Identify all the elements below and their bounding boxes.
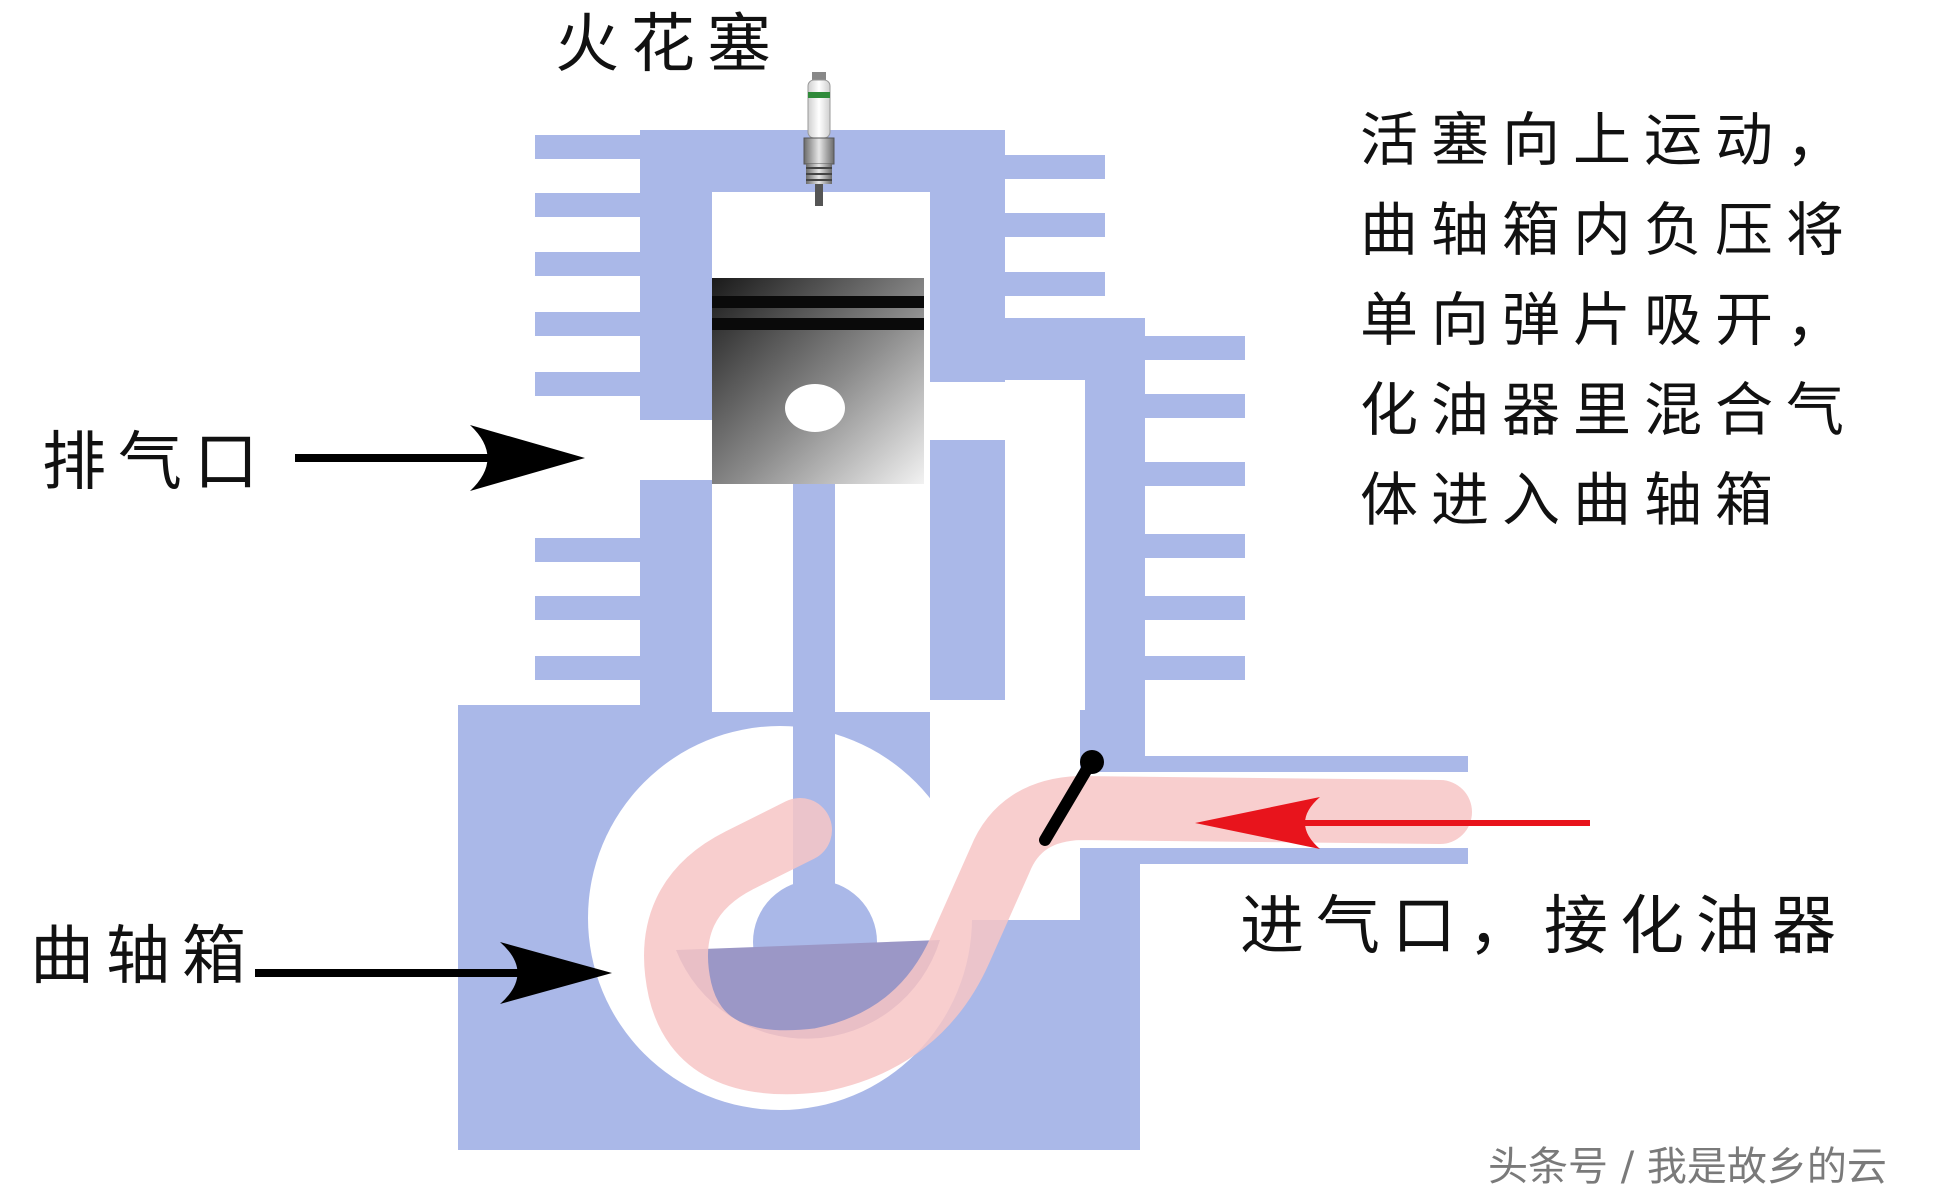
description-line: 活塞向上运动，	[1360, 106, 1857, 174]
spark-plug-icon	[803, 72, 835, 206]
description-text: 活塞向上运动， 曲轴箱内负压将 单向弹片吸开， 化油器里混合气 体进入曲轴箱	[1360, 106, 1857, 534]
description-line: 体进入曲轴箱	[1360, 466, 1786, 534]
crankcase-label: 曲轴箱	[30, 920, 258, 994]
intake-rail-top	[1138, 756, 1468, 772]
cylinder-left-wall-lower	[640, 480, 712, 710]
exhaust-port-opening	[560, 420, 720, 480]
fin-left	[535, 312, 645, 336]
description-line: 化油器里混合气	[1360, 376, 1857, 444]
crankcase-arrow	[255, 942, 612, 1004]
piston-ring	[712, 296, 924, 308]
fin-left	[535, 372, 645, 396]
fin-right	[1140, 534, 1245, 558]
fin-right	[1140, 336, 1245, 360]
intake-port-label: 进气口，接化油器	[1240, 890, 1848, 964]
fin-left	[535, 252, 645, 276]
spark-plug-label: 火花塞	[555, 8, 783, 82]
fin-left	[535, 193, 645, 217]
description-line: 单向弹片吸开，	[1360, 286, 1857, 354]
piston-body	[712, 278, 924, 484]
fin-right	[1000, 272, 1105, 296]
fin-left	[535, 135, 645, 159]
fin-left	[535, 656, 645, 680]
piston-pin-hole	[785, 384, 845, 432]
fin-left	[535, 596, 645, 620]
intake-rail-bottom	[1138, 848, 1468, 864]
cylinder-right-wall	[930, 130, 1005, 320]
transfer-passage-inner	[930, 440, 1005, 715]
fin-right	[1000, 155, 1105, 179]
piston-ring	[712, 318, 924, 330]
watermark: 头条号 / 我是故乡的云	[1488, 1144, 1887, 1190]
fin-right	[1000, 213, 1105, 237]
mixture-flow-path	[644, 775, 1472, 1095]
fin-right	[1140, 462, 1245, 486]
fin-left	[535, 538, 645, 562]
fin-right	[1140, 656, 1245, 680]
transfer-passage-right	[1085, 318, 1145, 768]
transfer-channel	[1005, 380, 1085, 710]
piston	[712, 278, 924, 484]
intake-arrow	[1195, 797, 1590, 849]
exhaust-arrow	[295, 425, 585, 491]
exhaust-port-label: 排气口	[42, 426, 270, 500]
fin-right	[1140, 394, 1245, 418]
fin-right	[1140, 596, 1245, 620]
reed-valve	[1039, 750, 1104, 846]
description-line: 曲轴箱内负压将	[1360, 196, 1857, 264]
mixture-flow	[644, 775, 1472, 1095]
